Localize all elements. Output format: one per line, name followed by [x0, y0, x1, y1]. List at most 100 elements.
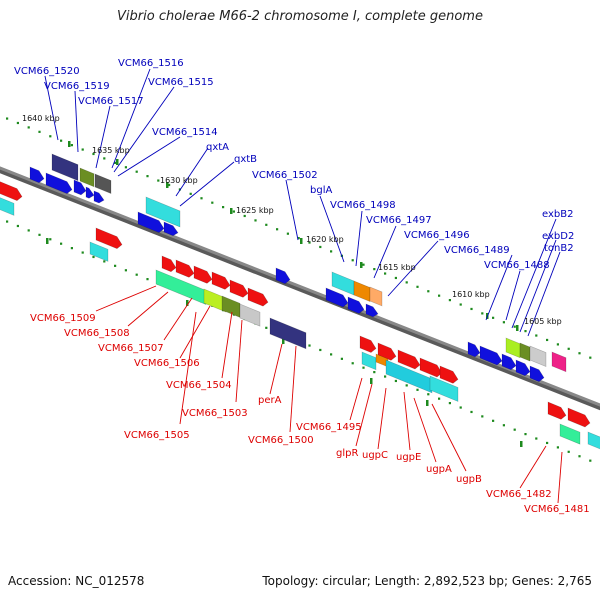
leader-line [387, 240, 439, 297]
gene-arrow [501, 353, 517, 371]
upper-gene-label: VCM66_1516 [118, 58, 184, 69]
tick-dot [427, 393, 430, 396]
gene-block [519, 342, 531, 362]
tick-dot [448, 299, 451, 302]
gene-block [529, 345, 547, 368]
tick-dot [438, 294, 441, 297]
accession-text: Accession: NC_012578 [8, 574, 145, 588]
gene-arrow [85, 186, 95, 199]
tick-dot [297, 237, 300, 240]
upper-gene-label: VCM66_1519 [44, 81, 110, 92]
tick-dot [60, 139, 63, 142]
lower-gene-labels: VCM66_1509VCM66_1508VCM66_1507VCM66_1506… [30, 313, 590, 515]
upper-gene-label: VCM66_1498 [330, 200, 396, 211]
tick-dot [513, 428, 516, 431]
tick-dot [567, 450, 570, 453]
tick-dot [254, 219, 257, 222]
tick-dot [265, 223, 268, 226]
tick-dot [124, 166, 127, 169]
tick-dot [416, 388, 419, 391]
gene-arrow [419, 357, 443, 378]
leader-line [403, 391, 411, 451]
gene-block [331, 271, 355, 296]
tick-dot [546, 441, 549, 445]
kbp-label: 1620 kbp [306, 235, 344, 244]
kbp-tick [516, 325, 519, 331]
tick-dot [556, 446, 559, 449]
tick-dot [222, 206, 225, 209]
tick-dot [276, 228, 279, 231]
kbp-tick [46, 238, 49, 244]
lower-gene-label: VCM66_1506 [134, 358, 200, 369]
tick-dot [211, 201, 214, 204]
leader-line [349, 377, 363, 421]
tick-dot [319, 348, 322, 352]
tick-dot [308, 241, 311, 244]
gene-block [429, 375, 459, 402]
upper-gene-label: bglA [310, 185, 332, 196]
tick-dot [232, 210, 235, 213]
tick-dot [556, 343, 559, 346]
tick-dot [243, 214, 246, 218]
gene-arrow [359, 335, 377, 353]
tick-dot [351, 362, 354, 365]
upper-gene-label: qxtB [234, 154, 257, 165]
gene-block [385, 359, 433, 394]
gene-arrow [229, 279, 249, 298]
tick-dot [416, 285, 419, 288]
leader-line [289, 345, 297, 433]
gene-block [51, 153, 79, 182]
tick-dot [286, 232, 289, 235]
tick-dot [114, 264, 117, 267]
gene-block [551, 351, 567, 373]
tick-dot [38, 130, 41, 133]
leader-line [175, 147, 209, 197]
tick-dot [189, 192, 192, 195]
leader-line [117, 136, 181, 177]
leader-layer [44, 68, 563, 504]
leader-line [557, 451, 563, 504]
kbp-tick [360, 262, 363, 268]
tick-dot [373, 371, 376, 374]
lower-gene-label: VCM66_1482 [486, 489, 552, 500]
leader-line [285, 179, 299, 241]
kbp-tick [166, 182, 169, 188]
lower-gene-label: VCM66_1504 [166, 380, 232, 391]
kbp-label: 1625 kbp [236, 206, 274, 215]
kbp-label: 1605 kbp [524, 317, 562, 326]
tick-dot [70, 144, 73, 147]
gene-arrow [45, 172, 73, 194]
tick-dot [492, 419, 495, 422]
kbp-tick [230, 208, 233, 214]
tick-dot [168, 183, 171, 187]
kbp-tick [116, 159, 119, 165]
tick-dot [481, 415, 484, 418]
chromosome-backbone [0, 166, 600, 407]
lower-gene-label: perA [258, 395, 282, 406]
gene-arrow [93, 190, 105, 204]
leader-line [95, 105, 111, 169]
leader-line [163, 297, 193, 341]
gene-block [239, 303, 261, 327]
lower-gene-label: ugpE [396, 452, 421, 463]
tick-dot [330, 250, 333, 253]
tick-dot [405, 281, 408, 284]
gene-block [505, 337, 521, 359]
lower-gene-label: VCM66_1509 [30, 313, 96, 324]
leader-line [111, 68, 151, 169]
tick-dot [340, 357, 343, 360]
lower-gene-label: ugpC [362, 450, 388, 461]
kbp-tick [68, 141, 71, 147]
gene-arrow [161, 255, 177, 273]
leader-line [355, 383, 373, 447]
lower-gene-label: VCM66_1481 [524, 504, 590, 515]
gene-block [369, 286, 383, 307]
kbp-label: 1630 kbp [160, 176, 198, 185]
gene-arrow [377, 342, 397, 361]
leader-line [431, 403, 467, 472]
tick-dot [513, 325, 516, 328]
leader-line [505, 270, 521, 321]
tick-dot [384, 375, 387, 378]
tick-dot [394, 379, 397, 383]
